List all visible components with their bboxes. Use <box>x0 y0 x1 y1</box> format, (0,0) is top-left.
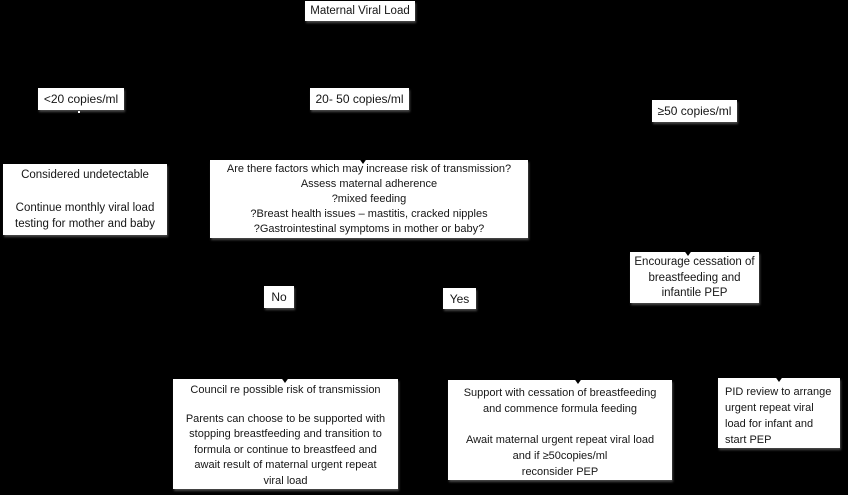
line-gap <box>173 399 398 412</box>
node-line: await result of maternal urgent repeat <box>194 459 377 471</box>
node-line: Support with cessation of breastfeeding <box>463 387 657 399</box>
node-line: Continue monthly viral load <box>15 201 155 214</box>
arrowhead-icon <box>573 377 583 384</box>
node-line: reconsider PEP <box>521 466 599 478</box>
arrowhead-icon <box>774 375 784 382</box>
flowchart-node-branch-20-to-50: 20- 50 copies/ml <box>310 88 409 110</box>
flowchart-node-pid-review: PID review to arrange urgent repeat vira… <box>718 378 840 448</box>
flowchart-node-decision-no: No <box>264 286 294 308</box>
node-line: infantile PEP <box>661 287 728 299</box>
node-line: ?Breast health issues – mastitis, cracke… <box>250 208 488 220</box>
node-line: Await maternal urgent repeat viral load <box>465 434 655 446</box>
node-line: load for infant and <box>725 418 814 430</box>
node-line: PID review to arrange <box>725 386 832 398</box>
node-line: viral load <box>263 474 308 487</box>
node-line: testing for mother and baby <box>15 218 155 230</box>
connector-dot <box>78 111 80 113</box>
node-line: Assess maternal adherence <box>300 178 438 190</box>
flowchart-node-council-risk: Council re possible risk of transmission… <box>173 379 398 489</box>
node-line: formula or continue to breastfeed and <box>194 443 377 456</box>
flowchart-node-support-cessation: Support with cessation of breastfeeding … <box>448 380 672 480</box>
node-label: Maternal Viral Load <box>310 5 410 17</box>
node-line: Are there factors which may increase ris… <box>226 163 512 175</box>
flowchart-node-branch-over-50: ≥50 copies/ml <box>652 100 737 122</box>
node-line: Parents can choose to be supported with <box>185 412 386 425</box>
flowchart-node-considered-undetectable: Considered undetectable Continue monthly… <box>3 164 167 235</box>
node-line: breastfeeding and <box>648 271 741 284</box>
node-line: stopping breastfeeding and transition to <box>189 428 382 440</box>
node-label: ≥50 copies/ml <box>657 104 732 118</box>
flowchart-node-encourage-cessation: Encourage cessation of breastfeeding and… <box>630 252 759 303</box>
node-line: Council re possible risk of transmission <box>190 384 381 396</box>
node-line: and if ≥50copies/ml <box>512 450 608 462</box>
line-gap <box>448 417 672 432</box>
arrowhead-icon <box>358 157 368 164</box>
node-label: <20 copies/ml <box>43 92 119 106</box>
node-line: ?Gastrointestinal symptoms in mother or … <box>253 223 485 235</box>
node-line: start PEP <box>725 434 772 446</box>
node-line: ?mixed feeding <box>331 193 407 205</box>
node-line: Encourage cessation of <box>634 256 755 268</box>
line-gap <box>3 184 167 200</box>
node-line: urgent repeat viral <box>725 402 814 414</box>
node-label: No <box>271 290 287 304</box>
arrowhead-icon <box>683 249 693 256</box>
node-line: and commence formula feeding <box>482 403 638 415</box>
flowchart-node-risk-factors-question: Are there factors which may increase ris… <box>210 160 528 238</box>
node-label: Yes <box>449 291 470 306</box>
flowchart-node-decision-yes: Yes <box>443 288 476 309</box>
arrowhead-icon <box>280 376 290 383</box>
node-line: Considered undetectable <box>21 169 149 181</box>
flowchart-node-maternal-viral-load: Maternal Viral Load <box>305 1 415 21</box>
flowchart-node-branch-under-20: <20 copies/ml <box>38 88 124 110</box>
node-label: 20- 50 copies/ml <box>315 92 404 106</box>
